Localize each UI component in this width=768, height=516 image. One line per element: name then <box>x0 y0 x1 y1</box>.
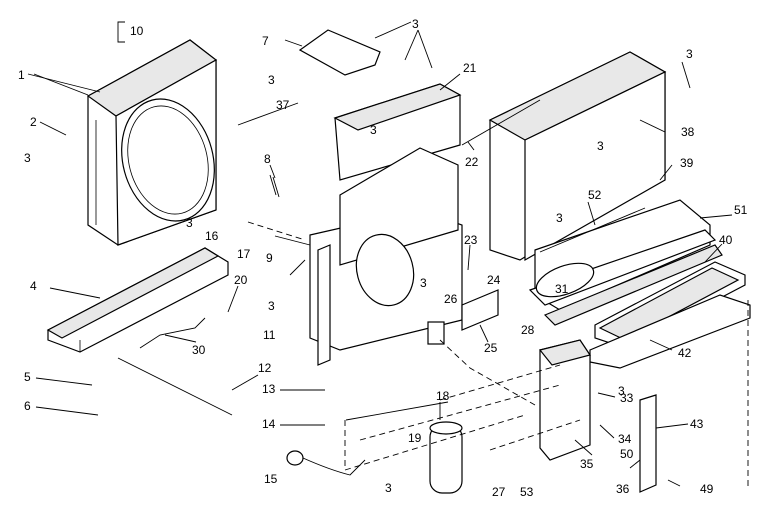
callout-3-top-left: 3 <box>268 73 275 87</box>
callout-labels: 10 1 2 3 7 3 3 21 37 3 3 38 3 22 39 8 52… <box>18 17 748 499</box>
callout-26: 26 <box>444 292 458 306</box>
part-8-clip <box>269 174 280 198</box>
part-15-power-cord <box>286 450 366 476</box>
callout-5: 5 <box>24 370 31 384</box>
callout-11: 11 <box>263 328 276 342</box>
callout-8: 8 <box>264 152 271 166</box>
part-40-drain-pan <box>594 261 746 349</box>
part-43-side-bracket <box>639 394 657 493</box>
part-7-bracket <box>298 29 381 76</box>
callout-51: 51 <box>734 203 748 217</box>
callout-52: 52 <box>588 188 602 202</box>
callout-3-right: 3 <box>597 139 604 153</box>
callout-9: 9 <box>266 251 273 265</box>
leader-lines <box>27 21 733 487</box>
part-26-clip <box>427 321 445 345</box>
part-12-rod <box>117 357 233 416</box>
callout-53: 53 <box>520 485 534 499</box>
part-25-plate <box>461 289 499 331</box>
callout-37: 37 <box>276 98 290 112</box>
callout-31: 31 <box>555 282 569 296</box>
part-39-coil-assembly <box>528 199 723 326</box>
part-4-base-tray <box>46 247 229 353</box>
callout-1: 1 <box>18 68 25 82</box>
callout-35: 35 <box>580 457 594 471</box>
part-35-control-bracket <box>538 339 591 461</box>
callout-42: 42 <box>678 346 692 360</box>
callout-3-bracket: 3 <box>618 384 625 398</box>
callout-33: 33 <box>620 391 634 405</box>
callout-18: 18 <box>436 389 450 403</box>
callout-3-coil: 3 <box>556 211 563 225</box>
part-30-rod <box>139 317 206 349</box>
callout-22: 22 <box>465 155 479 169</box>
callout-3-capacitor: 3 <box>385 481 392 495</box>
callout-38: 38 <box>681 125 695 139</box>
bracket-icon <box>117 21 125 43</box>
callout-24: 24 <box>487 273 501 287</box>
callout-43: 43 <box>690 417 704 431</box>
part-21-top-cover <box>333 83 462 181</box>
callout-36: 36 <box>616 482 630 496</box>
callout-3-top: 3 <box>412 17 419 31</box>
callout-49: 49 <box>700 482 714 496</box>
assembly-lines <box>247 221 749 490</box>
part-18-capacitor <box>429 421 463 494</box>
callout-13: 13 <box>262 382 276 396</box>
part-38-cabinet-housing <box>488 51 667 262</box>
callout-2: 2 <box>30 115 37 129</box>
callout-14: 14 <box>262 417 276 431</box>
callout-3-fan: 3 <box>186 216 193 230</box>
part-9-partition-panel <box>309 147 463 366</box>
callout-27: 27 <box>492 485 506 499</box>
part-22-bar <box>461 99 541 146</box>
callout-40: 40 <box>719 233 733 247</box>
part-1-fan-shroud <box>86 39 218 246</box>
callout-21: 21 <box>463 61 477 75</box>
callout-23: 23 <box>464 233 478 247</box>
callout-20: 20 <box>234 273 248 287</box>
callout-50: 50 <box>620 447 634 461</box>
callout-15: 15 <box>264 472 278 486</box>
callout-10: 10 <box>130 24 144 38</box>
callout-12: 12 <box>258 361 272 375</box>
callout-25: 25 <box>484 341 498 355</box>
callout-3-partition: 3 <box>420 276 427 290</box>
callout-39: 39 <box>680 156 694 170</box>
callout-6: 6 <box>24 399 31 413</box>
callout-3-right-top: 3 <box>686 47 693 61</box>
callout-19: 19 <box>408 431 422 445</box>
callout-3-left: 3 <box>24 151 31 165</box>
callout-34: 34 <box>618 432 632 446</box>
callout-7: 7 <box>262 34 269 48</box>
callout-28: 28 <box>521 323 535 337</box>
callout-16: 16 <box>205 229 219 243</box>
callout-3-mid: 3 <box>370 123 377 137</box>
callout-17: 17 <box>237 247 251 261</box>
callout-30: 30 <box>192 343 206 357</box>
callout-4: 4 <box>30 279 37 293</box>
callout-3-base: 3 <box>268 299 275 313</box>
